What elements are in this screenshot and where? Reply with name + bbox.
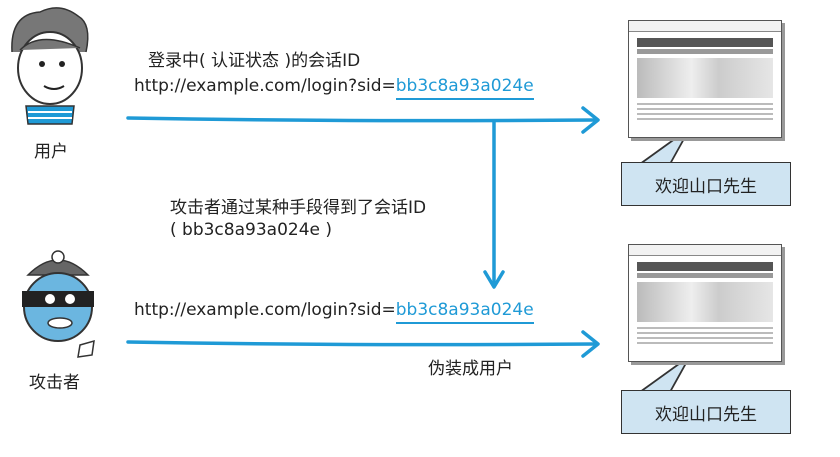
user-request-arrowhead (581, 106, 600, 134)
browser-toolbar (629, 21, 781, 32)
user-url-prefix: http://example.com/login?sid= (134, 76, 396, 96)
browser-window-top (628, 20, 782, 138)
user-request-arrow (126, 116, 597, 123)
attacker-session-id-note: ( bb3c8a93a024e ) (170, 220, 333, 240)
attacker-acquire-annotation: 攻击者通过某种手段得到了会话ID (170, 198, 427, 218)
session-leak-arrowhead (483, 270, 505, 289)
greeting-bubble-bottom: 欢迎山口先生 (621, 390, 791, 434)
attacker-request-arrow (126, 340, 597, 347)
browser-toolbar (629, 245, 781, 256)
greeting-bubble-top: 欢迎山口先生 (621, 162, 791, 206)
browser-window-bottom (628, 244, 782, 362)
page-hero-image (637, 282, 773, 322)
attacker-avatar (22, 250, 95, 358)
user-avatar (11, 7, 89, 125)
attacker-request-arrowhead (581, 330, 600, 358)
user-session-annotation: 登录中( 认证状态 )的会话ID (148, 51, 361, 71)
attacker-session-id: bb3c8a93a024e (395, 300, 534, 324)
user-session-id: bb3c8a93a024e (395, 76, 534, 100)
user-label: 用户 (34, 142, 68, 162)
attacker-url: http://example.com/login?sid=bb3c8a93a02… (134, 300, 534, 324)
page-hero-image (637, 58, 773, 98)
user-url: http://example.com/login?sid=bb3c8a93a02… (134, 76, 534, 100)
attacker-label: 攻击者 (29, 373, 80, 393)
disguise-label: 伪装成用户 (428, 359, 513, 379)
attacker-url-prefix: http://example.com/login?sid= (134, 300, 396, 320)
